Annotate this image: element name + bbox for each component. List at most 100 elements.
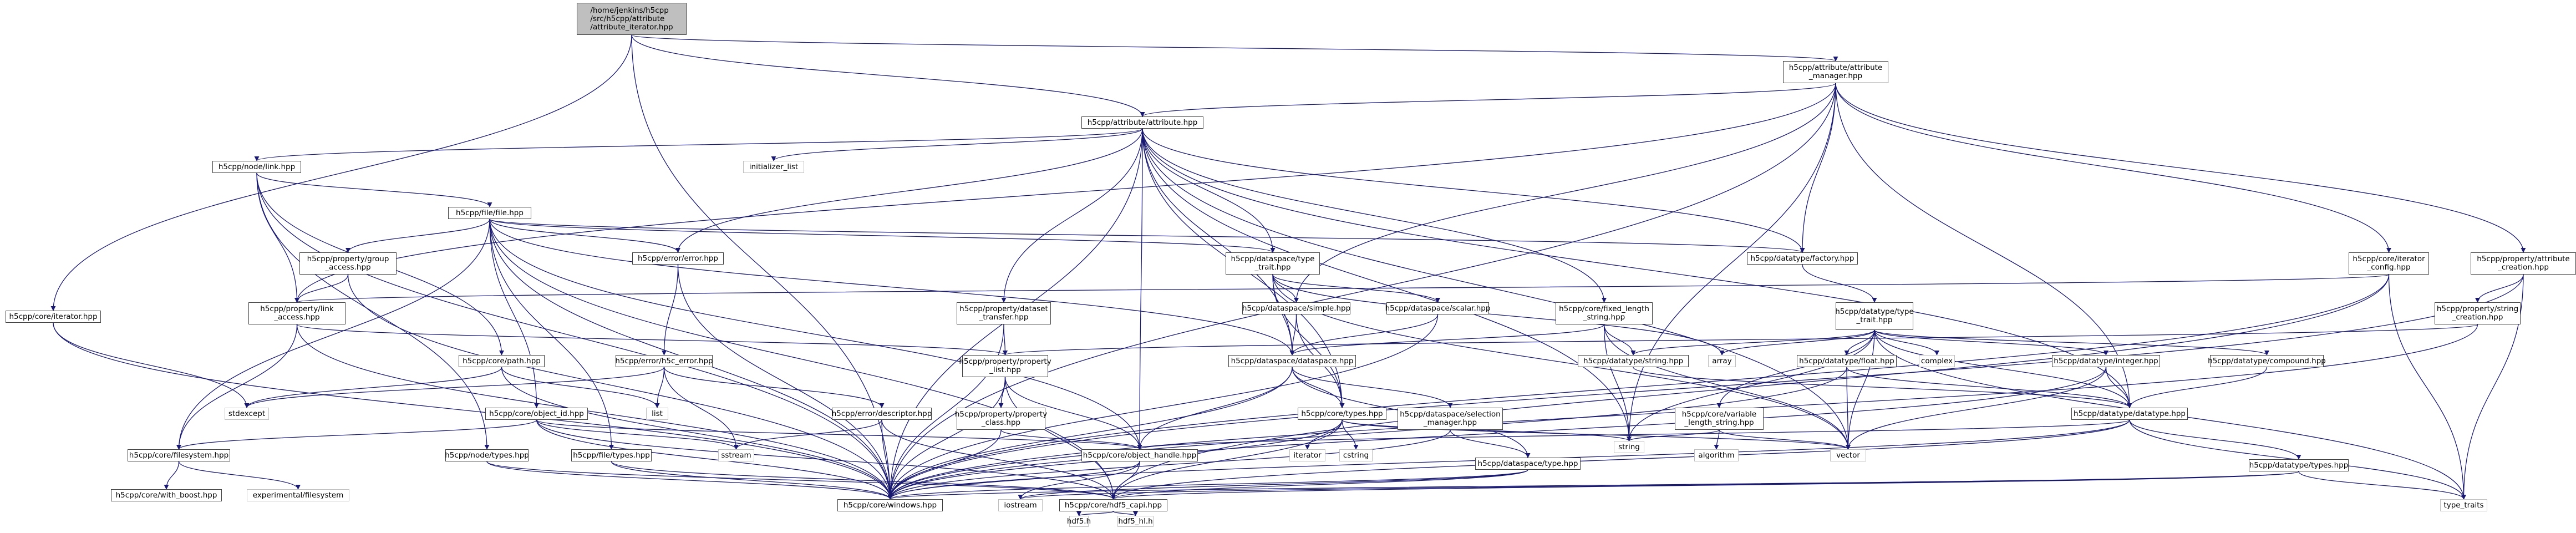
edge-attr-to-string xyxy=(1142,128,1632,441)
node-ds-scalar[interactable]: h5cpp/dataspace/scalar.hpp xyxy=(1385,302,1490,314)
edge-var_len-to-algorithm xyxy=(1714,429,1720,450)
edge-attr_mgr-to-ds_simple xyxy=(1293,83,1836,303)
node-file[interactable]: h5cpp/file/file.hpp xyxy=(448,207,531,219)
edge-file_types-to-hdf5_capi xyxy=(611,461,1116,500)
edge-attr_mgr-to-attr_creation xyxy=(1835,83,2526,253)
node-exp-fs: experimental/filesystem xyxy=(247,489,349,501)
node-dt-string[interactable]: h5cpp/datatype/string.hpp xyxy=(1578,355,1689,367)
node-object-id[interactable]: h5cpp/core/object_id.hpp xyxy=(485,408,588,420)
node-dt-compound[interactable]: h5cpp/datatype/compound.hpp xyxy=(2208,355,2326,367)
edge-dt_integer-to-windows xyxy=(887,367,2107,500)
node-prop-list[interactable]: h5cpp/property/property _list.hpp xyxy=(959,355,1051,377)
edge-core_types-to-cstring xyxy=(1342,419,1359,450)
edge-dt_type_trait-to-dt_string xyxy=(1630,329,1875,356)
node-core-fs[interactable]: h5cpp/core/filesystem.hpp xyxy=(128,449,230,461)
node-link-access[interactable]: h5cpp/property/link _access.hpp xyxy=(248,302,346,324)
node-iter-config[interactable]: h5cpp/core/iterator _config.hpp xyxy=(2349,252,2429,275)
node-core-types[interactable]: h5cpp/core/types.hpp xyxy=(1298,408,1386,420)
node-init-list: initializer_list xyxy=(743,161,804,173)
edge-object_id-to-hdf5_capi xyxy=(536,419,1116,500)
node-prop-class[interactable]: h5cpp/property/property _class.hpp xyxy=(955,408,1047,430)
edge-attr-to-init_list xyxy=(771,128,1143,161)
node-cstring: cstring xyxy=(1339,449,1373,461)
edge-err_desc-to-windows xyxy=(881,419,893,500)
edge-dt_integer-to-vector xyxy=(1846,367,2107,450)
node-attr-mgr[interactable]: h5cpp/attribute/attribute _manager.hpp xyxy=(1783,61,1888,83)
node-file-types[interactable]: h5cpp/file/types.hpp xyxy=(571,449,652,461)
edge-core_fs-to-exp_fs xyxy=(178,461,301,490)
node-var-len[interactable]: h5cpp/core/variable _length_string.hpp xyxy=(1675,408,1764,430)
node-dt-float[interactable]: h5cpp/datatype/float.hpp xyxy=(1797,355,1897,367)
edge-ds_type-to-iostream xyxy=(1018,469,1528,500)
edge-dt_float-to-windows xyxy=(887,367,1847,500)
edge-dt_type_trait-to-dt_compound xyxy=(1874,329,2269,356)
edge-attr_creation-to-prop_string xyxy=(2475,274,2524,303)
node-root[interactable]: /home/jenkins/h5cpp /src/h5cpp/attribute… xyxy=(577,3,687,35)
node-ds-type[interactable]: h5cpp/dataspace/type.hpp xyxy=(1475,458,1581,470)
node-ds-selection[interactable]: h5cpp/dataspace/selection _manager.hpp xyxy=(1398,408,1503,430)
edge-attr_mgr-to-windows xyxy=(887,83,1836,500)
node-attr-creation[interactable]: h5cpp/property/attribute _creation.hpp xyxy=(2471,252,2576,275)
node-windows[interactable]: h5cpp/core/windows.hpp xyxy=(837,499,943,511)
node-dt-types[interactable]: h5cpp/datatype/types.hpp xyxy=(2249,459,2349,471)
edge-ds_simple-to-dataspace xyxy=(1289,314,1297,356)
node-with-boost[interactable]: h5cpp/core/with_boost.hpp xyxy=(111,489,222,501)
node-group-access[interactable]: h5cpp/property/group _access.hpp xyxy=(299,252,397,275)
edge-root-to-attr_mgr xyxy=(631,34,1838,62)
edge-prop_list-to-prop_class xyxy=(998,377,1006,408)
edge-prop_list-to-windows xyxy=(887,377,1006,500)
edge-file-to-file_types xyxy=(489,219,614,450)
edge-attr-to-dt_datatype xyxy=(1142,128,2132,408)
edge-attr-to-dt_factory xyxy=(1142,128,1805,253)
edge-link-to-windows xyxy=(256,172,893,500)
node-core-iter[interactable]: h5cpp/core/iterator.hpp xyxy=(6,311,101,323)
edge-attr-to-vector xyxy=(1142,128,1851,450)
edge-file-to-obj_handle xyxy=(489,219,1142,450)
edge-fixed_len-to-dt_string xyxy=(1603,324,1636,356)
node-ds-simple[interactable]: h5cpp/dataspace/simple.hpp xyxy=(1242,302,1350,314)
node-dataset-transfer[interactable]: h5cpp/property/dataset _transfer.hpp xyxy=(957,302,1051,324)
edge-attr-to-fixed_len xyxy=(1142,128,1607,303)
edge-h5c_error-to-list xyxy=(654,367,665,408)
edge-dt_float-to-dt_datatype xyxy=(1846,367,2132,408)
edge-link_access-to-windows xyxy=(296,324,893,500)
node-iterator: iterator xyxy=(1289,449,1325,461)
node-err-desc[interactable]: h5cpp/error/descriptor.hpp xyxy=(832,408,932,420)
node-dt-integer[interactable]: h5cpp/datatype/integer.hpp xyxy=(2052,355,2160,367)
edge-dt_type_trait-to-dt_datatype xyxy=(1874,329,2132,408)
edge-ds_selection-to-windows xyxy=(887,429,1451,500)
node-ds-type-trait[interactable]: h5cpp/dataspace/type _trait.hpp xyxy=(1226,252,1320,275)
edge-group_access-to-windows xyxy=(347,274,893,500)
edge-ds_type_trait-to-core_types xyxy=(1272,274,1345,408)
edge-dt_datatype-to-dt_types xyxy=(2129,419,2301,460)
node-dt-type-trait[interactable]: h5cpp/datatype/type _trait.hpp xyxy=(1835,302,1914,330)
node-hdf5-capi[interactable]: h5cpp/core/hdf5_capi.hpp xyxy=(1059,499,1167,511)
node-fixed-len[interactable]: h5cpp/core/fixed_length _string.hpp xyxy=(1556,302,1653,324)
node-dt-factory[interactable]: h5cpp/datatype/factory.hpp xyxy=(1747,252,1858,265)
node-core-path[interactable]: h5cpp/core/path.hpp xyxy=(459,355,545,367)
node-dataspace[interactable]: h5cpp/dataspace/dataspace.hpp xyxy=(1228,355,1356,367)
node-node-types[interactable]: h5cpp/node/types.hpp xyxy=(445,449,529,461)
edge-err_desc-to-sstream xyxy=(734,419,882,450)
edge-dataspace-to-core_types xyxy=(1292,367,1345,408)
edge-dt_datatype-to-obj_handle xyxy=(1137,419,2130,450)
node-h5c-error[interactable]: h5cpp/error/h5c_error.hpp xyxy=(615,355,713,367)
edge-link_access-to-prop_list xyxy=(296,324,1008,356)
node-attr[interactable]: h5cpp/attribute/attribute.hpp xyxy=(1081,116,1203,129)
node-link[interactable]: h5cpp/node/link.hpp xyxy=(212,161,301,173)
edge-ds_type_trait-to-array xyxy=(1272,274,1725,356)
edge-core_types-to-vector xyxy=(1342,419,1851,450)
edge-dataspace-to-windows xyxy=(887,367,1293,500)
edge-fixed_len-to-string xyxy=(1603,324,1632,441)
edge-attr_creation-to-windows xyxy=(887,274,2524,500)
node-error[interactable]: h5cpp/error/error.hpp xyxy=(632,252,724,265)
node-dt-datatype[interactable]: h5cpp/datatype/datatype.hpp xyxy=(2071,408,2188,420)
node-obj-handle[interactable]: h5cpp/core/object_handle.hpp xyxy=(1081,449,1198,461)
edge-h5c_error-to-sstream xyxy=(663,367,739,450)
edge-core_path-to-windows xyxy=(501,367,893,500)
node-prop-string[interactable]: h5cpp/property/string _creation.hpp xyxy=(2435,302,2521,324)
node-string: string xyxy=(1614,441,1644,453)
edge-object_id-to-core_fs xyxy=(176,419,537,450)
edge-attr_mgr-to-string xyxy=(1626,83,1836,441)
edge-iter_config-to-link_access xyxy=(295,274,2390,303)
